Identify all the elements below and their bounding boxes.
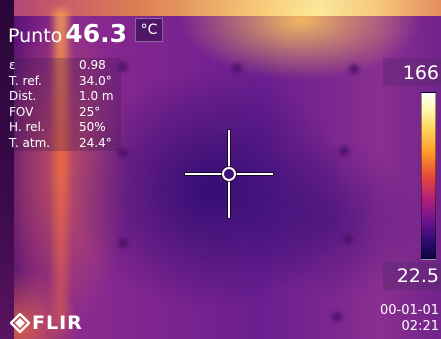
param-row-humidity: H. rel. 50% xyxy=(9,120,121,136)
param-name: FOV xyxy=(9,104,34,119)
parameter-list: ε 0.98 T. ref. 34.0° Dist. 1.0 m FOV 25°… xyxy=(9,58,121,151)
param-value: 1.0 m xyxy=(79,89,114,103)
date-text: 00-01-01 xyxy=(379,303,439,318)
crosshair-left-arm xyxy=(185,173,222,175)
param-name: Dist. xyxy=(9,89,37,103)
crosshair-right-arm xyxy=(236,173,273,175)
datetime: 00-01-01 02:21 xyxy=(380,303,439,335)
thermal-spot xyxy=(349,64,359,74)
crosshair-ring xyxy=(222,167,236,181)
crosshair-icon xyxy=(183,128,275,220)
thermal-left-edge xyxy=(0,0,14,339)
crosshair-bottom-arm xyxy=(228,181,230,218)
thermal-spot xyxy=(343,234,353,244)
param-name: ε xyxy=(9,58,16,72)
param-row-reflected-temp: T. ref. 34.0° xyxy=(9,74,121,90)
param-value: 24.4° xyxy=(79,135,112,150)
brand-name: FLIR xyxy=(32,312,83,334)
spot-measurement: Punto 46.3 xyxy=(8,18,127,48)
spot-temperature-value: 46.3 xyxy=(65,19,127,48)
param-name: T. atm. xyxy=(9,135,51,150)
thermal-spot xyxy=(332,312,342,322)
thermal-spot xyxy=(118,148,128,158)
param-name: H. rel. xyxy=(9,120,45,134)
param-value: 34.0° xyxy=(79,73,112,88)
thermal-spot xyxy=(232,63,242,73)
scale-max-value: 166 xyxy=(402,62,439,84)
param-value: 50% xyxy=(79,120,106,134)
param-name: T. ref. xyxy=(9,73,42,88)
param-value: 25° xyxy=(79,104,101,119)
crosshair-top-arm xyxy=(228,130,230,167)
scale-max-backdrop xyxy=(383,58,441,86)
thermal-warm-top-edge xyxy=(0,0,441,16)
flir-logo-icon xyxy=(10,313,30,333)
thermal-spot xyxy=(118,62,128,72)
scale-min-backdrop xyxy=(383,262,441,290)
time-text: 02:21 xyxy=(401,319,439,334)
thermal-warm-vertical-line xyxy=(54,10,68,330)
param-row-fov: FOV 25° xyxy=(9,105,121,121)
flir-logo: FLIR xyxy=(10,312,83,334)
thermal-spot xyxy=(118,238,128,248)
param-row-atmospheric-temp: T. atm. 24.4° xyxy=(9,136,121,152)
color-scale-bar xyxy=(421,92,436,260)
scale-min-value: 22.5 xyxy=(396,265,439,287)
param-row-emissivity: ε 0.98 xyxy=(9,58,121,74)
param-row-distance: Dist. 1.0 m xyxy=(9,89,121,105)
thermal-spot xyxy=(339,146,349,156)
param-value: 0.98 xyxy=(79,58,106,72)
spot-label: Punto xyxy=(8,25,63,47)
temperature-unit: °C xyxy=(135,18,163,42)
